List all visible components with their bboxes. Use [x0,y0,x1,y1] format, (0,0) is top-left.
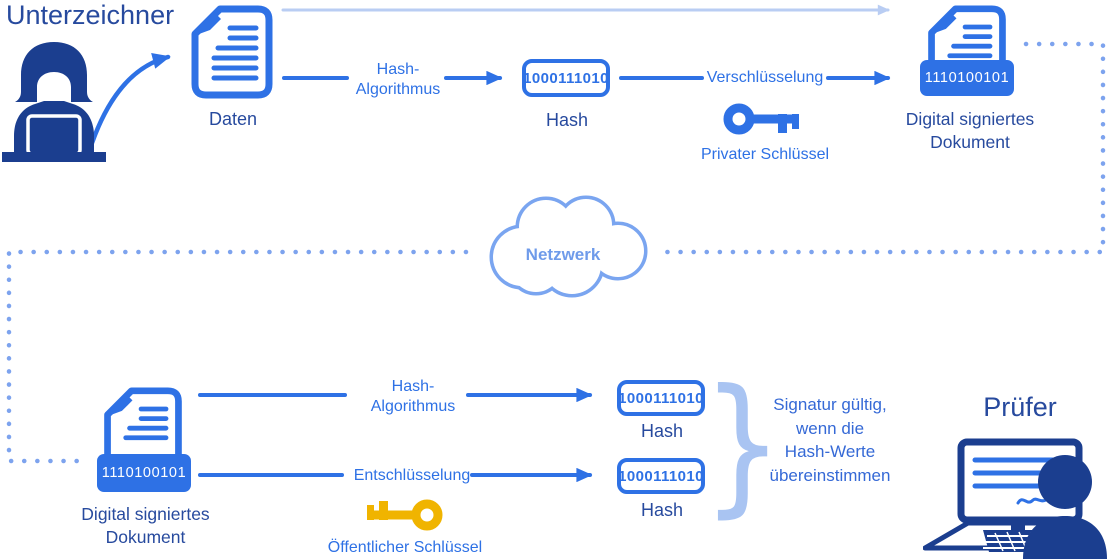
dotted-route-right [657,41,1106,255]
decryption-label: Entschlüsselung [353,467,471,484]
hash-algorithm-line1-b: Hash- [391,378,435,395]
hash-algorithm-line1: Hash- [376,61,420,78]
hash-algorithm-line2: Algorithmus [355,81,441,98]
hash1-value-box: 1000111010 [617,380,705,416]
signed-document-label-top: Digital signiertes Dokument [885,108,1055,154]
hash-label-top: Hash [545,110,589,130]
verdict-line4: übereinstimmen [769,465,891,485]
verifier-person-icon [923,438,1107,559]
data-document-icon [191,5,273,99]
signed-document-code-top: 1110100101 [920,60,1014,96]
encryption-label: Verschlüsselung [706,69,824,86]
signed-doc-label-line1-b: Digital signiertes [81,504,210,524]
network-label: Netzwerk [525,245,601,264]
dotted-route-left [6,249,469,464]
signer-person-icon [2,42,106,162]
private-key-label: Privater Schlüssel [700,146,830,163]
hash1-label: Hash [640,421,684,441]
hash2-label: Hash [640,500,684,520]
network-cloud-fill [493,199,644,294]
hash-algorithm-label-top: Hash- Algorithmus [337,60,459,100]
signed-doc-label-line1: Digital signiertes [905,109,1035,129]
signed-document-code-bottom: 1110100101 [97,454,191,492]
verdict-line3: Hash-Werte [784,442,876,461]
verdict-text: Signatur gültig, wenn die Hash-Werte übe… [740,393,920,487]
signer-to-data-arrow [89,53,171,146]
hash-value-box-top: 1000111010 [522,59,610,97]
hash-algorithm-line2-b: Algorithmus [370,398,456,415]
verifier-title: Prüfer [983,392,1057,422]
public-key-icon [367,499,443,531]
hash-algorithm-label-bottom: Hash- Algorithmus [352,377,474,417]
comparison-brace: } [702,358,784,532]
private-key-icon [723,103,799,135]
hash2-value-box: 1000111010 [617,458,705,494]
signed-doc-label-line2: Dokument [930,132,1010,152]
signer-title: Unterzeichner [6,0,175,30]
verdict-line1: Signatur gültig, [773,395,887,414]
signed-doc-label-line2-b: Dokument [105,527,186,547]
signed-document-label-bottom: Digital signiertes Dokument [58,503,233,549]
data-document-label: Daten [208,109,258,129]
verdict-line2: wenn die [795,418,865,438]
public-key-label: Öffentlicher Schlüssel [327,539,483,556]
